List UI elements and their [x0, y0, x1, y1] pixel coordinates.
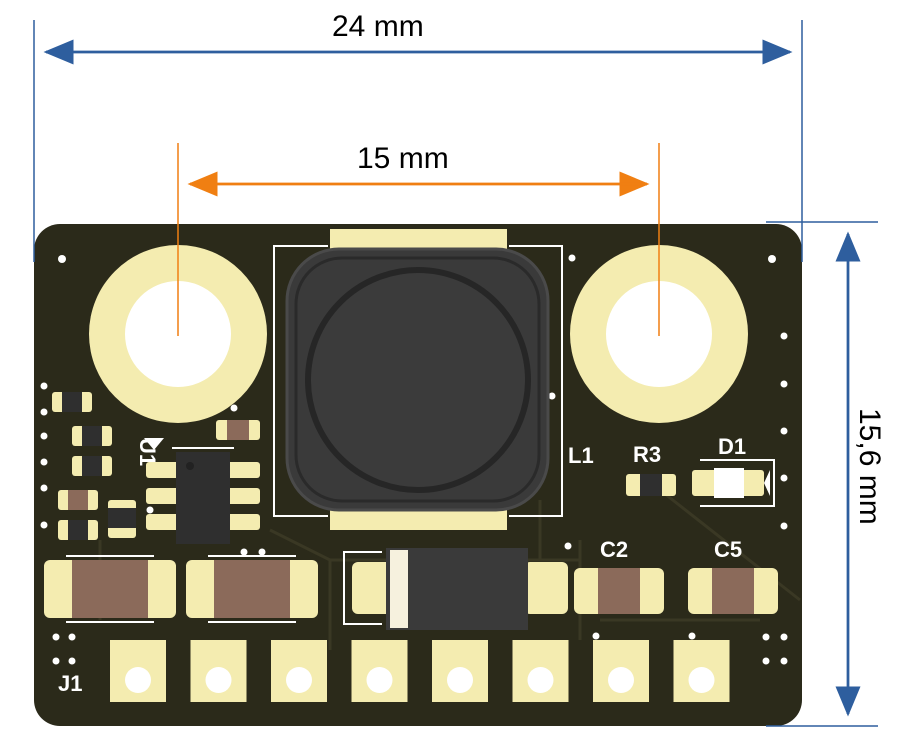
led-d1: [692, 459, 775, 507]
connector-pin-hole: [608, 667, 634, 693]
dimension-hole-spacing: [177, 143, 660, 336]
inductor-l1: [273, 229, 563, 530]
connector-pin-hole: [205, 667, 232, 693]
connector-pin-hole: [688, 667, 715, 693]
small-passives: [52, 392, 260, 540]
connector-pin-hole: [366, 667, 393, 693]
resistor-r3: [626, 474, 676, 496]
silk-r3: R3: [633, 442, 661, 467]
capacitor-c5: [688, 568, 778, 614]
capacitor-left-2: [186, 555, 318, 623]
silk-d1: D1: [718, 434, 746, 459]
capacitor-c2: [574, 568, 664, 614]
connector-pin-hole: [125, 667, 151, 693]
ic-u1: [146, 447, 260, 544]
silk-c5: C5: [714, 537, 742, 562]
connector-pin-hole: [527, 667, 554, 693]
capacitor-left-1: [44, 555, 176, 623]
silk-u1-marker: [144, 438, 164, 450]
dimension-height-label: 15,6 mm: [853, 408, 886, 525]
vias: [40, 254, 788, 665]
connector-pin-hole: [286, 667, 312, 693]
silk-j1: J1: [58, 671, 82, 696]
dimension-width-label: 24 mm: [332, 10, 424, 43]
dimension-hole-spacing-label: 15 mm: [357, 142, 449, 175]
dimension-height: [766, 221, 878, 727]
schottky-diode: [343, 548, 568, 630]
silk-c2: C2: [600, 537, 628, 562]
connector-pin-hole: [447, 667, 473, 693]
connector-j1: [110, 640, 730, 702]
silk-l1: L1: [568, 443, 594, 468]
